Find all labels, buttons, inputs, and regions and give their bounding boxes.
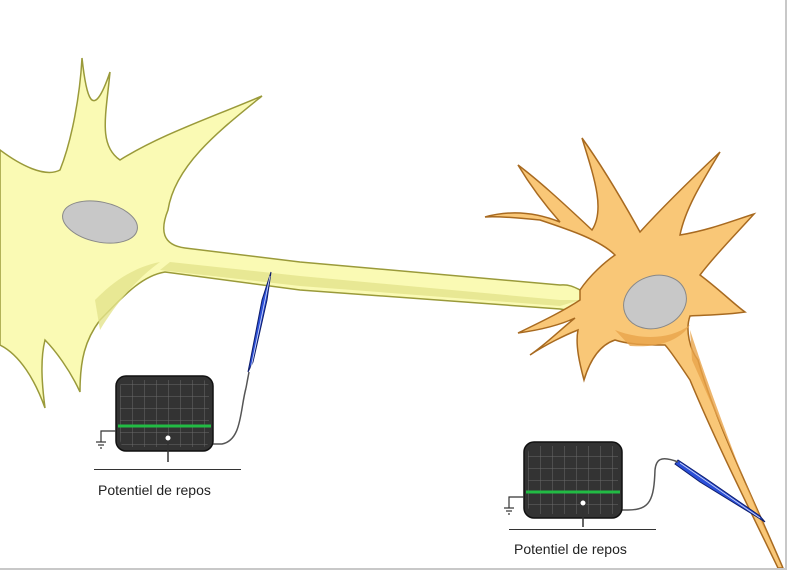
oscilloscope-right [523,441,623,527]
postsynaptic-nucleus [623,274,687,330]
soma-shade [95,262,160,330]
dendrite-shade [690,330,770,540]
probe-wire-left [213,387,247,445]
probe-wire-right [622,458,679,511]
presynaptic-neuron [0,57,583,409]
scope-right-rule [509,529,656,530]
ground-icon [96,430,116,449]
postsynaptic-neuron-body [484,137,785,569]
scope-left-label: Potentiel de repos [98,482,211,498]
frame-right-edge [785,0,787,570]
oscilloscope-left [115,375,214,462]
axon-shade [160,262,580,306]
frame-bottom-edge [0,568,787,570]
postsynaptic-neuron [484,137,785,569]
ground-icon [504,496,524,515]
electrode-icon [674,459,766,523]
presynaptic-nucleus [62,200,138,244]
scope-left-rule [94,469,241,470]
scope-right-label: Potentiel de repos [514,541,627,557]
electrode-icon [245,271,272,389]
soma-shade-right [615,325,690,347]
